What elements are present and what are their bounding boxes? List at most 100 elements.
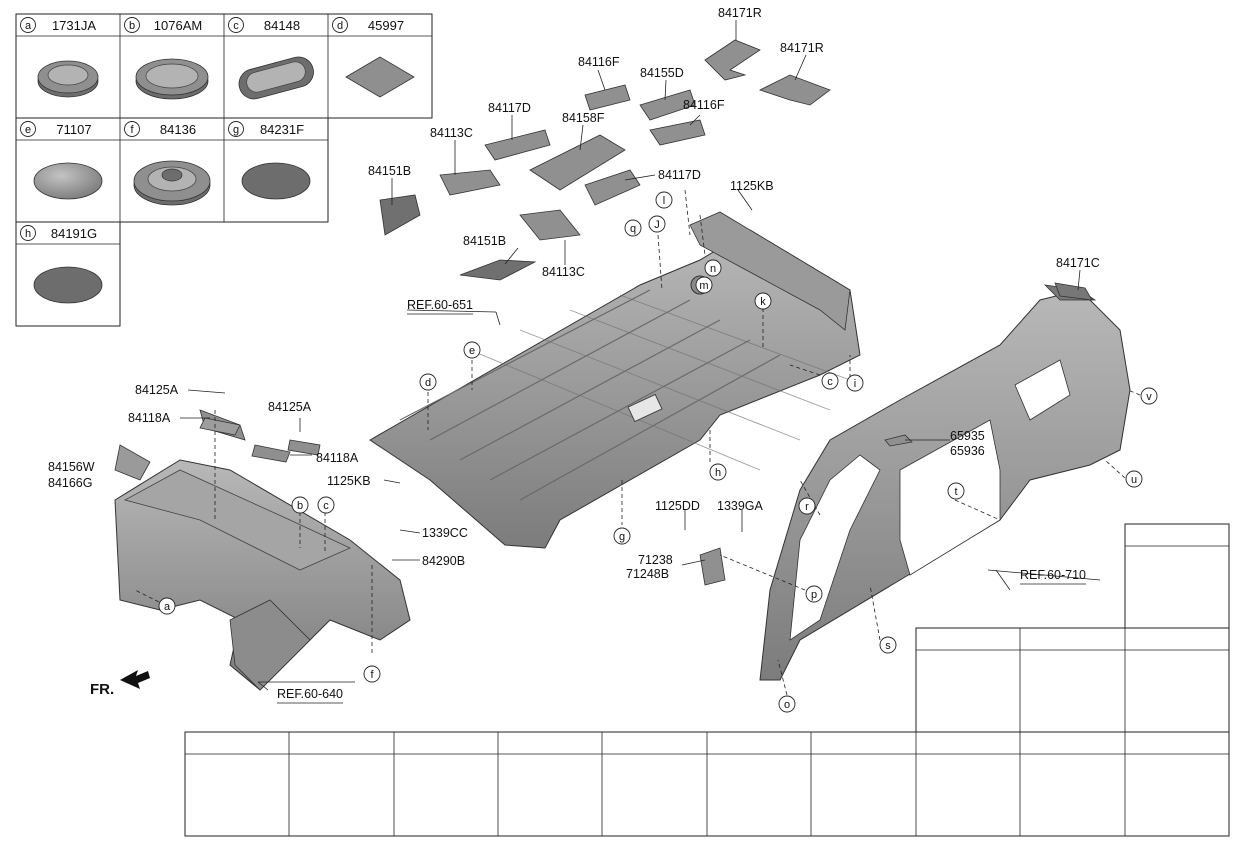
callout-label: 84171R: [718, 6, 762, 20]
letter-text: b: [297, 500, 303, 512]
callout-label: 84118A: [128, 411, 171, 425]
legend-letter-circle: [228, 17, 244, 33]
legend-letter-circle: [332, 17, 348, 33]
legend-part-number: 71107: [56, 122, 91, 137]
letter-text: d: [425, 377, 431, 389]
letter-text: i: [854, 378, 856, 390]
oval-plug-icon: [135, 58, 209, 100]
diagram-letter-marker: k: [754, 292, 772, 310]
letter-text: t: [954, 486, 957, 498]
ref-label: REF.60-710: [1020, 568, 1086, 582]
callout-label: 84117D: [658, 168, 701, 182]
letter-text: s: [885, 640, 891, 652]
diagram-letter-marker: d: [419, 373, 437, 391]
front-direction-arrow-icon: [120, 670, 150, 689]
legend-part-number: 84231F: [260, 122, 304, 137]
diagram-letter-marker: c: [821, 372, 839, 390]
letter-text: J: [654, 219, 660, 231]
legend-letter-circle: [124, 17, 140, 33]
grommet-icon: [133, 160, 211, 206]
legend-letter: d: [337, 20, 343, 32]
letter-circle: [778, 695, 796, 713]
legend-letter: c: [233, 20, 239, 32]
floor-panel-assembly: [369, 211, 861, 549]
letter-text: a: [164, 601, 171, 613]
letter-circle: [704, 259, 722, 277]
letter-circle: [709, 463, 727, 481]
callout-label: 84113C: [542, 265, 585, 279]
round-pad-icon: [241, 162, 311, 200]
ref-label: REF.60-651: [407, 298, 473, 312]
letter-circle: [291, 496, 309, 514]
legend-cell-g: g 84231F: [228, 121, 311, 200]
diagram-letter-marker: s: [879, 636, 897, 654]
letter-circle: [363, 665, 381, 683]
letter-circle: [613, 527, 631, 545]
oblong-plug-icon: [238, 56, 314, 100]
callout-label: 84117D: [488, 101, 531, 115]
diagram-letter-marker: b: [291, 496, 309, 514]
diagram-letter-marker: t: [947, 482, 965, 500]
callout-label: 1125DD: [655, 499, 700, 513]
diagram-letter-marker: h: [709, 463, 727, 481]
legend-letter: e: [25, 124, 31, 136]
callout-label: 1339GA: [717, 499, 764, 513]
diagram-letter-marker: p: [805, 585, 823, 603]
callout-label: 65936: [950, 444, 985, 458]
diagram-letter-marker: c: [317, 496, 335, 514]
diagram-letter-marker: m: [695, 276, 713, 294]
letter-circle: [655, 191, 673, 209]
letter-text: n: [710, 263, 716, 275]
letter-text: o: [784, 699, 790, 711]
callout-label: 71248B: [626, 567, 669, 581]
letter-circle: [879, 636, 897, 654]
letter-circle: [754, 292, 772, 310]
callout-label: 84116F: [683, 98, 725, 112]
legend-letter: g: [233, 124, 239, 136]
letter-circle: [419, 373, 437, 391]
letter-text: h: [715, 467, 721, 479]
diagram-letter-marker: l: [655, 191, 673, 209]
callout-label: 65935: [950, 429, 985, 443]
letter-text: f: [370, 669, 374, 681]
floor-insulation-pads: [379, 39, 1093, 586]
diagram-letter-marker: n: [704, 259, 722, 277]
diagram-letter-marker: g: [613, 527, 631, 545]
diagram-letter-marker: q: [624, 219, 642, 237]
letter-text: q: [630, 223, 636, 235]
letter-text: c: [323, 500, 329, 512]
dashed-guide-lines: [134, 189, 1141, 696]
legend-part-number: 84191G: [51, 226, 97, 241]
letter-circle: [317, 496, 335, 514]
letter-circle: [1125, 470, 1143, 488]
letter-circle: [846, 374, 864, 392]
letter-text: r: [805, 501, 809, 513]
letter-text: e: [469, 345, 475, 357]
letter-circle: [695, 276, 713, 294]
letter-text: u: [1131, 474, 1137, 486]
callout-label: 71238: [638, 553, 673, 567]
letter-circle: [463, 341, 481, 359]
round-pad-icon: [33, 266, 103, 304]
diagram-letter-marker: f: [363, 665, 381, 683]
plug-icon: [37, 60, 99, 98]
callout-label: 84156W: [48, 460, 95, 474]
legend-letter: f: [130, 124, 134, 136]
callout-label: 84118A: [316, 451, 359, 465]
ref-label: REF.60-640: [277, 687, 343, 701]
letter-circle: [798, 497, 816, 515]
letter-text: k: [760, 296, 766, 308]
legend-letter-circle: [228, 121, 244, 137]
letter-circle: [648, 215, 666, 233]
legend-letter-circle: [20, 121, 36, 137]
legend-part-number: 84148: [264, 18, 300, 33]
legend-part-number: 1076AM: [154, 18, 202, 33]
letter-circle: [1140, 387, 1158, 405]
callout-label: 84171C: [1056, 256, 1100, 270]
callout-label: 84116F: [578, 55, 620, 69]
letter-circle: [805, 585, 823, 603]
diagram-letter-marker: i: [846, 374, 864, 392]
